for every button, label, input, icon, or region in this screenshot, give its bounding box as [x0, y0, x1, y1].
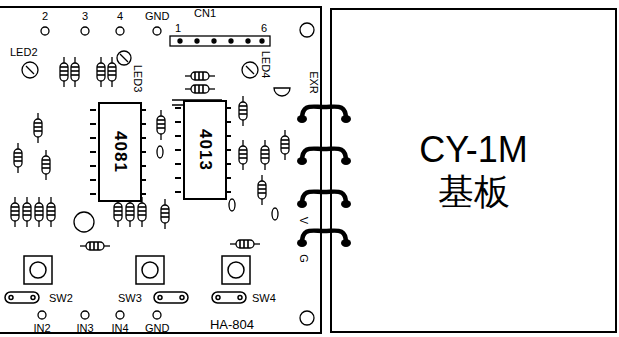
- pin-label: G: [297, 254, 308, 263]
- pin-label: 6: [261, 23, 267, 34]
- pin-label: 4: [117, 11, 123, 22]
- pin-label: 2: [42, 11, 48, 22]
- pin-label: SW3: [118, 293, 142, 304]
- jumper-wire: [302, 231, 346, 243]
- wire-end: [297, 157, 307, 165]
- pin-label: SW4: [252, 293, 276, 304]
- pin-label: EXR: [307, 71, 318, 94]
- ic-chip: 4013: [183, 100, 227, 200]
- jumper-wire: [302, 107, 346, 119]
- resistors: [11, 57, 289, 250]
- pin-label: 1: [175, 23, 181, 34]
- pin-label: 3: [82, 11, 88, 22]
- pin-label: GND: [145, 11, 169, 22]
- pin-label: LED4: [260, 50, 271, 78]
- pin-label: CN1: [194, 8, 216, 19]
- pin-label: LED2: [10, 47, 38, 58]
- chip-label: 4081: [110, 131, 130, 173]
- pcb-board: HA-804 4081 4013: [0, 6, 322, 334]
- pin-label: SW2: [49, 293, 73, 304]
- wire-end: [297, 115, 307, 123]
- wire-end: [341, 157, 351, 165]
- wire-end: [341, 200, 351, 208]
- pads: [38, 23, 314, 325]
- wire-end: [297, 239, 307, 247]
- board-name: HA-804: [210, 317, 254, 332]
- pin-label: IN4: [112, 323, 129, 334]
- pin-label: V: [298, 216, 309, 223]
- pin-label: LED3: [132, 64, 143, 92]
- wire-end: [341, 115, 351, 123]
- sub-board: CY-1M 基板: [330, 8, 617, 333]
- pin-label: IN3: [77, 323, 94, 334]
- switches: [5, 256, 250, 303]
- leds: [22, 51, 290, 96]
- board-title: CY-1M 基板: [399, 129, 549, 212]
- pin-label: IN2: [34, 323, 51, 334]
- ic-chip: 4081: [98, 102, 142, 202]
- chip-label: 4013: [195, 129, 215, 171]
- wire-end: [341, 239, 351, 247]
- connector-header: [170, 36, 270, 46]
- jumper-wire: [302, 149, 346, 161]
- pin-label: GND: [145, 323, 169, 334]
- jumper-wire: [302, 192, 346, 204]
- wire-end: [297, 200, 307, 208]
